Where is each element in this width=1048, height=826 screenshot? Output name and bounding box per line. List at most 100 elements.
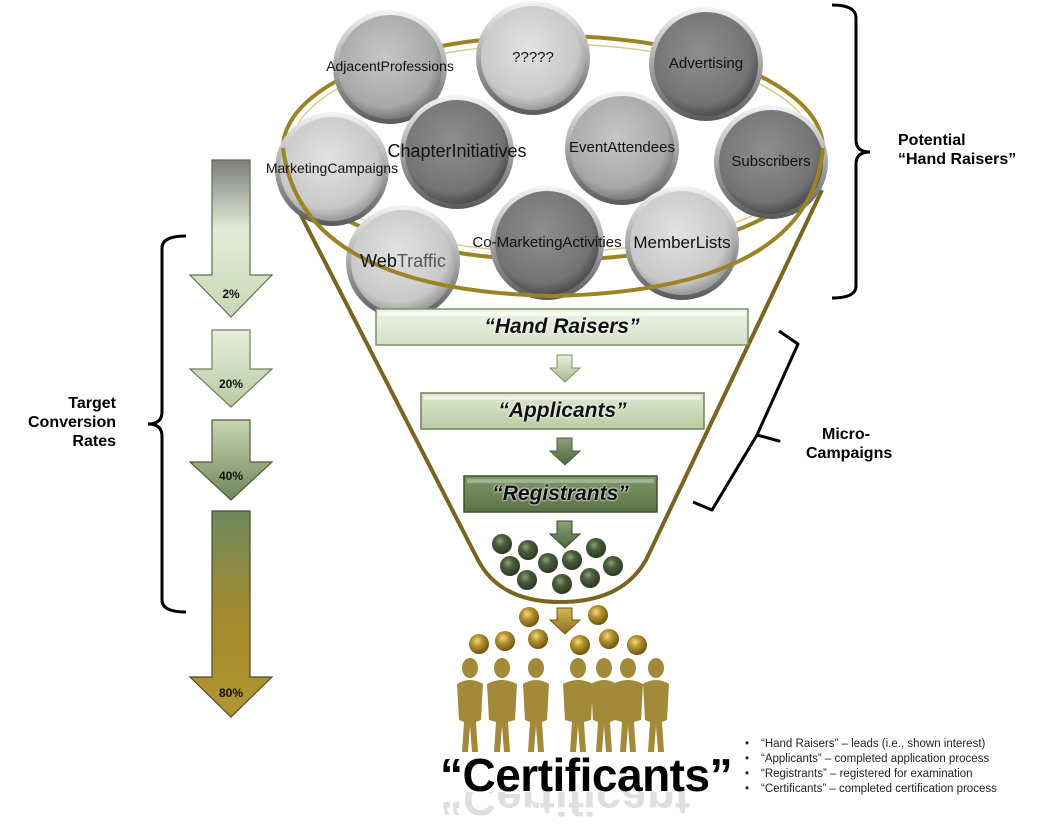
conversion-label-line: Rates bbox=[72, 433, 116, 450]
person-silhouette bbox=[643, 658, 669, 752]
registrant-ball bbox=[538, 553, 558, 573]
certificant-ball bbox=[570, 635, 590, 655]
micro-label-line: Micro- bbox=[822, 426, 870, 443]
bubble-face bbox=[495, 191, 599, 295]
registrant-ball bbox=[518, 540, 538, 560]
bracket-conversion-rates bbox=[147, 234, 187, 614]
bubble-face bbox=[654, 12, 758, 116]
source-bubble bbox=[275, 112, 389, 226]
bubble-face bbox=[570, 96, 674, 200]
source-label: ????? bbox=[512, 48, 554, 66]
source-bubble bbox=[333, 10, 447, 124]
source-bubble bbox=[649, 7, 763, 121]
registrant-ball bbox=[500, 556, 520, 576]
person-head bbox=[528, 658, 544, 678]
certificant-ball bbox=[528, 629, 548, 649]
down-arrow-icon bbox=[548, 437, 582, 466]
bubble-face bbox=[405, 100, 509, 204]
certificant-ball bbox=[588, 605, 608, 625]
people-silhouettes bbox=[457, 658, 669, 752]
bubble-face bbox=[338, 15, 442, 119]
certificants-title: “Certificants” bbox=[440, 749, 733, 801]
person-body bbox=[591, 680, 617, 752]
definitions-legend: “Hand Raisers” – leads (i.e., shown inte… bbox=[745, 737, 997, 797]
conversion-arrow-80 bbox=[188, 510, 274, 718]
stage-label-hand-raisers: “Hand Raisers” bbox=[484, 315, 640, 338]
person-head bbox=[648, 658, 664, 678]
certificant-ball bbox=[599, 629, 619, 649]
bracket-potential-hand-raisers bbox=[831, 3, 871, 300]
funnel-rim-front bbox=[281, 147, 825, 299]
registrant-balls bbox=[492, 534, 623, 594]
stage-bar-registrants bbox=[463, 475, 658, 513]
person-head bbox=[462, 658, 478, 678]
source-bubble bbox=[714, 105, 828, 219]
conversion-arrow-2 bbox=[188, 159, 274, 318]
source-label: Subscribers bbox=[731, 152, 811, 170]
person-silhouette bbox=[613, 658, 643, 752]
source-bubble bbox=[476, 1, 590, 115]
registrant-ball bbox=[492, 534, 512, 554]
person-silhouette bbox=[591, 658, 617, 752]
source-bubble bbox=[400, 95, 514, 209]
target-conversion-rates-label: Target Conversion Rates bbox=[14, 394, 116, 451]
source-bubble bbox=[490, 186, 604, 300]
source-bubble bbox=[565, 91, 679, 205]
person-silhouette bbox=[563, 658, 593, 752]
conversion-rate-label: 80% bbox=[218, 686, 244, 700]
stage-label-registrants: “Registrants” bbox=[492, 482, 629, 505]
conversion-arrow-40 bbox=[188, 419, 274, 501]
micro-campaigns-label: Micro- Campaigns bbox=[806, 425, 893, 463]
stage-bar-applicants bbox=[420, 392, 705, 430]
micro-label-line: Campaigns bbox=[806, 445, 893, 462]
person-head bbox=[596, 658, 612, 678]
person-body bbox=[523, 680, 549, 752]
potential-label-line: Potential bbox=[898, 132, 966, 149]
conversion-rate-label: 40% bbox=[218, 469, 244, 483]
legend-item: “Hand Raisers” – leads (i.e., shown inte… bbox=[745, 737, 997, 752]
registrant-ball bbox=[603, 556, 623, 576]
bubble-face bbox=[481, 6, 585, 110]
down-arrow-icon bbox=[548, 607, 582, 635]
certificant-ball bbox=[495, 631, 515, 651]
stage-bar-hand-raisers bbox=[375, 308, 749, 346]
source-bubble bbox=[346, 205, 460, 319]
person-silhouette bbox=[487, 658, 517, 752]
conversion-rate-label: 2% bbox=[222, 287, 240, 301]
conversion-rate-label: 20% bbox=[218, 377, 244, 391]
registrant-ball bbox=[586, 538, 606, 558]
down-arrow-icon bbox=[548, 520, 582, 549]
potential-hand-raisers-label: Potential “Hand Raisers” bbox=[898, 131, 1016, 169]
registrant-ball bbox=[552, 574, 572, 594]
person-body bbox=[487, 680, 517, 752]
person-silhouette bbox=[457, 658, 483, 752]
person-head bbox=[570, 658, 586, 678]
legend-item: “Certificants” – completed certification… bbox=[745, 782, 997, 797]
certificants-reflection: “Certificants” bbox=[440, 792, 690, 825]
source-bubbles bbox=[275, 1, 828, 319]
bubble-face bbox=[280, 117, 384, 221]
potential-label-line: “Hand Raisers” bbox=[898, 151, 1017, 168]
source-label: Advertising bbox=[668, 54, 744, 72]
person-body bbox=[563, 680, 593, 752]
bracket-micro-campaigns bbox=[692, 329, 800, 512]
conversion-label-line: Target bbox=[68, 395, 116, 412]
funnel-body bbox=[286, 189, 824, 605]
down-arrow-icon bbox=[548, 354, 582, 383]
person-silhouette bbox=[523, 658, 549, 752]
conversion-arrow-20 bbox=[188, 329, 274, 408]
bubble-face bbox=[630, 191, 734, 295]
certificant-ball bbox=[519, 607, 539, 627]
person-head bbox=[494, 658, 510, 678]
bubble-face bbox=[351, 210, 455, 314]
bubble-face bbox=[719, 110, 823, 214]
legend-item: “Registrants” – registered for examinati… bbox=[745, 767, 997, 782]
certificant-balls bbox=[469, 605, 647, 655]
registrant-ball bbox=[580, 568, 600, 588]
legend-item: “Applicants” – completed application pro… bbox=[745, 752, 997, 767]
